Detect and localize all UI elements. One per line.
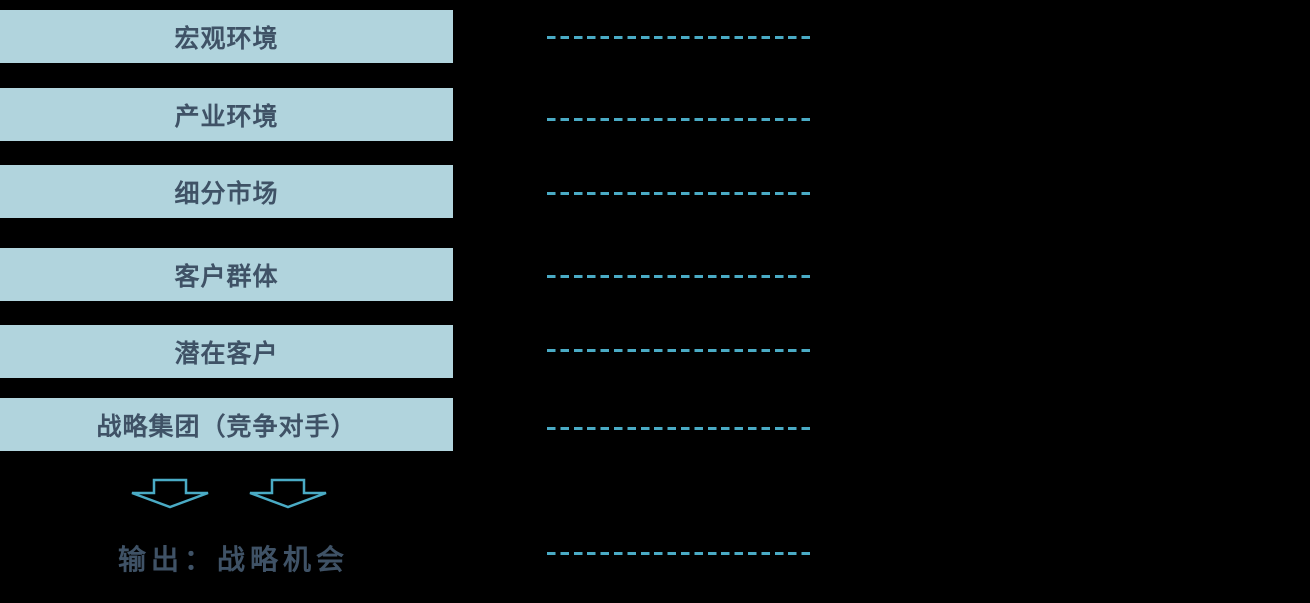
dashed-leader-line (547, 117, 814, 121)
dashed-leader-line (547, 551, 814, 555)
box-macro-environment: 宏观环境 (0, 10, 453, 63)
dashed-leader-line (547, 274, 814, 278)
dashed-leader-line (547, 191, 814, 195)
down-arrow-icon (131, 478, 209, 509)
dashed-leader-line (547, 426, 814, 430)
box-industry-environment: 产业环境 (0, 88, 453, 141)
box-strategic-groups-competitors: 战略集团（竞争对手） (0, 398, 453, 451)
dashed-leader-line (547, 35, 814, 39)
box-potential-customers: 潜在客户 (0, 325, 453, 378)
down-arrow-icon (249, 478, 327, 509)
dashed-leader-line (547, 348, 814, 352)
output-strategic-opportunity-label: 输出：战略机会 (118, 543, 350, 576)
box-market-segments: 细分市场 (0, 165, 453, 218)
box-customer-groups: 客户群体 (0, 248, 453, 301)
